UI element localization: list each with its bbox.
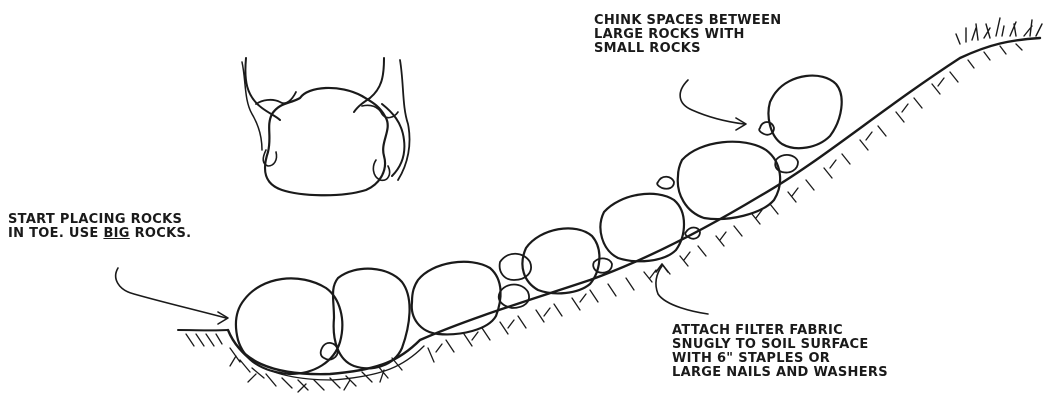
rock-4: [522, 228, 599, 293]
arrow-chink: [680, 80, 744, 124]
start-label-prefix: IN TOE. USE: [8, 226, 103, 241]
start-placing-label: START PLACING ROCKS IN TOE. USE BIG ROCK…: [8, 213, 191, 241]
small-rock-3: [593, 258, 612, 272]
slope-profile: [178, 38, 1040, 380]
filter-fabric-line: [228, 38, 1040, 374]
arrow-toe: [116, 268, 226, 318]
chink-label-line: CHINK SPACES BETWEEN: [594, 14, 781, 28]
right-arm: [354, 58, 384, 112]
small-rock-4: [657, 177, 674, 189]
small-rock-1: [500, 254, 531, 280]
attach-label-line: WITH 6" STAPLES OR: [672, 352, 888, 366]
attach-filter-fabric-label: ATTACH FILTER FABRIC SNUGLY TO SOIL SURF…: [672, 324, 888, 380]
start-label-suffix: ROCKS.: [130, 226, 192, 241]
grass-tuft: [956, 18, 1042, 44]
arrow-fabric-head: [656, 264, 668, 272]
chink-label-line: SMALL ROCKS: [594, 42, 781, 56]
rock-5: [600, 194, 684, 262]
rock-3: [412, 262, 501, 335]
arrow-fabric: [656, 266, 708, 314]
soil-hatching: [186, 44, 1022, 392]
start-label-line: IN TOE. USE BIG ROCKS.: [8, 227, 191, 241]
toe-rock-2: [333, 269, 410, 369]
rock-6: [678, 142, 780, 219]
chink-spaces-label: CHINK SPACES BETWEEN LARGE ROCKS WITH SM…: [594, 14, 781, 56]
attach-label-line: ATTACH FILTER FABRIC: [672, 324, 888, 338]
attach-label-line: LARGE NAILS AND WASHERS: [672, 366, 888, 380]
leader-arrows: [116, 80, 746, 324]
rock-7: [769, 76, 842, 149]
hands-holding-rock: [242, 58, 410, 195]
chink-label-line: LARGE ROCKS WITH: [594, 28, 781, 42]
start-label-emphasis: BIG: [103, 226, 129, 241]
start-label-line: START PLACING ROCKS: [8, 213, 191, 227]
attach-label-line: SNUGLY TO SOIL SURFACE: [672, 338, 888, 352]
small-rock-6: [775, 155, 798, 173]
